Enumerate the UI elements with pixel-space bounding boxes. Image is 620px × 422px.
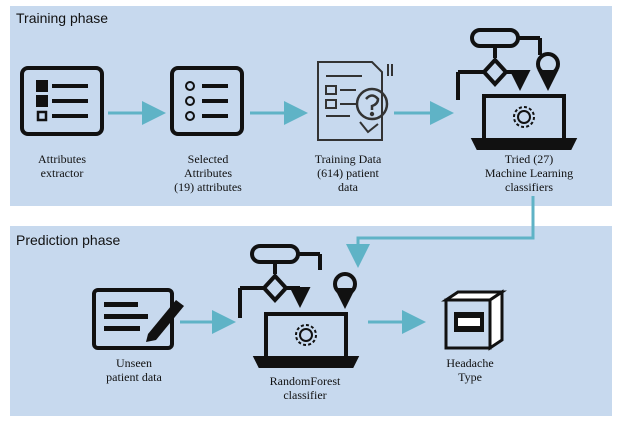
- prediction-phase-panel: [10, 226, 612, 416]
- document-question-icon: [317, 61, 393, 141]
- phase-connector-arrow: [346, 196, 535, 268]
- step-label-randomforest-classifier: RandomForest classifier: [269, 374, 341, 402]
- step-label-headache-type: Headache Type: [446, 356, 494, 384]
- step-label-ml-classifiers: Tried (27) Machine Learning classifiers: [484, 152, 574, 194]
- step-label-unseen-patient-data: Unseen patient data: [106, 356, 162, 384]
- step-label-selected-attributes: Selected Attributes (19) attributes: [174, 152, 242, 194]
- step-label-training-data: Training Data (614) patient data: [314, 152, 382, 194]
- step-label-attributes-extractor: Attributes extractor: [38, 152, 86, 180]
- prediction-phase-title: Prediction phase: [16, 232, 121, 248]
- training-phase-title: Training phase: [16, 10, 109, 26]
- training-phase-panel: [10, 6, 612, 206]
- edit-document-icon: [92, 288, 184, 350]
- flowchart-laptop-icon: [456, 28, 578, 150]
- list-icon: [20, 66, 104, 136]
- flowchart-laptop-icon: [238, 244, 360, 368]
- checklist-icon: [170, 66, 244, 136]
- box-icon: [441, 289, 507, 351]
